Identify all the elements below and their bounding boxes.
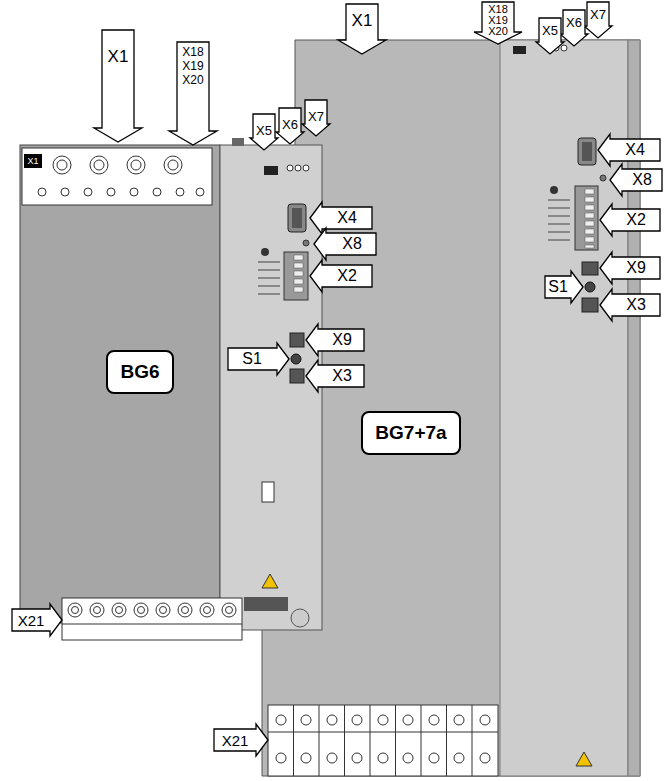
callout-label: X19 (182, 60, 203, 72)
callout-label: X8 (342, 236, 362, 252)
callout-label: X1 (352, 12, 373, 29)
callout-label: X6 (566, 16, 582, 29)
callout-label: S1 (242, 351, 262, 367)
callout-label: X18 (182, 46, 203, 58)
callout-label: X4 (337, 210, 357, 226)
callout-label: X3 (626, 297, 646, 313)
callout-label: X20 (488, 26, 508, 37)
callout-label: X9 (332, 332, 352, 348)
callout-label: X18 (488, 4, 508, 15)
housing-size-box: BG6 (106, 350, 174, 394)
box-label: BG6 (120, 361, 159, 383)
callout-label: S1 (548, 279, 568, 295)
callout-label: X1 (27, 157, 38, 166)
callout-label: X2 (626, 212, 646, 228)
housing-size-box: BG7+7a (361, 411, 461, 455)
callout-label: X8 (632, 172, 652, 188)
callout-label: X19 (488, 15, 508, 26)
callout-label: X5 (542, 24, 558, 37)
callout-label: X7 (308, 110, 324, 123)
callout-label: X9 (626, 260, 646, 276)
callout-label: X21 (18, 613, 45, 628)
callout-label: X4 (625, 142, 645, 158)
callout-label: X1 (108, 48, 129, 65)
callout-label: X7 (590, 8, 606, 21)
callout-label: X3 (332, 368, 352, 384)
box-label: BG7+7a (375, 422, 446, 444)
callout-label: X5 (256, 124, 272, 137)
callout-label: X20 (182, 74, 203, 86)
callout-label: X6 (282, 118, 298, 131)
callout-label: X2 (337, 268, 357, 284)
callout-label: X21 (222, 733, 249, 748)
